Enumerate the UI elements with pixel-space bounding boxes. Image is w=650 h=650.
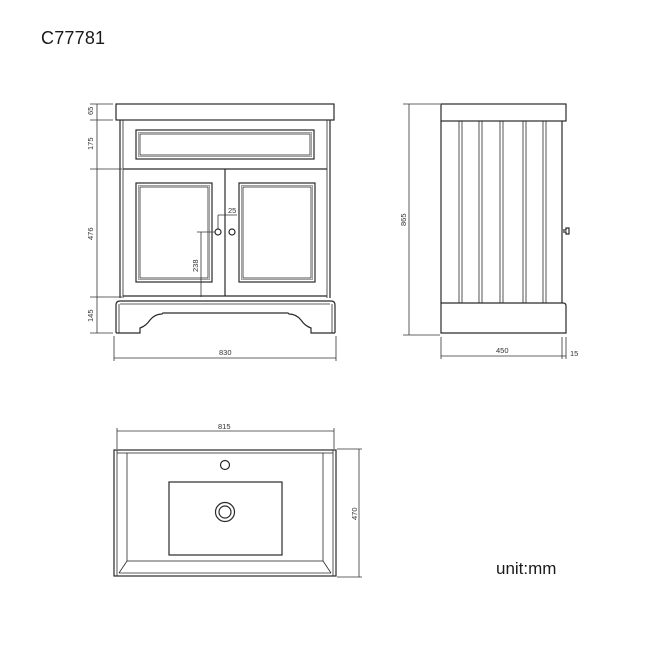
dim-door-height: 476	[86, 227, 95, 240]
dim-basin-width: 815	[218, 422, 231, 431]
tap-hole	[219, 459, 231, 471]
dim-plinth-height: 145	[86, 309, 95, 322]
drain-inner	[218, 505, 232, 519]
dim-knob-offset: 25	[228, 206, 236, 215]
right-door-knob	[228, 228, 236, 236]
left-door-panel	[135, 182, 213, 283]
plinth-cutout	[116, 312, 335, 334]
drawer-panel-inner	[139, 133, 311, 156]
drawer-panel-outer	[135, 129, 315, 160]
basin-bowl	[168, 481, 283, 556]
front-worktop	[115, 103, 335, 121]
side-plinth	[440, 302, 567, 334]
basin-inner-rim	[126, 452, 324, 562]
side-view: 865 450 15	[399, 103, 578, 359]
side-knob	[563, 227, 570, 235]
dim-basin-depth: 470	[350, 507, 359, 520]
left-door-knob	[214, 228, 222, 236]
dim-knob-height: 238	[191, 259, 200, 272]
dim-total-height: 865	[399, 213, 408, 226]
top-view-basin: 815 470	[113, 422, 362, 578]
side-worktop	[440, 103, 567, 122]
unit-label: unit:mm	[496, 559, 557, 578]
dim-depth: 450	[496, 346, 509, 355]
drain-outer	[214, 501, 236, 523]
dim-top-height: 65	[86, 107, 95, 115]
dim-drawer-height: 175	[86, 137, 95, 150]
dim-total-width: 830	[219, 348, 232, 357]
front-view: 65 175 476 145 830 25 238	[86, 103, 337, 361]
model-code-title: C77781	[41, 28, 106, 48]
plinth	[115, 300, 336, 333]
basin-outer-rim	[113, 449, 337, 577]
dim-overhang: 15	[570, 349, 578, 358]
right-door-panel	[238, 182, 316, 283]
